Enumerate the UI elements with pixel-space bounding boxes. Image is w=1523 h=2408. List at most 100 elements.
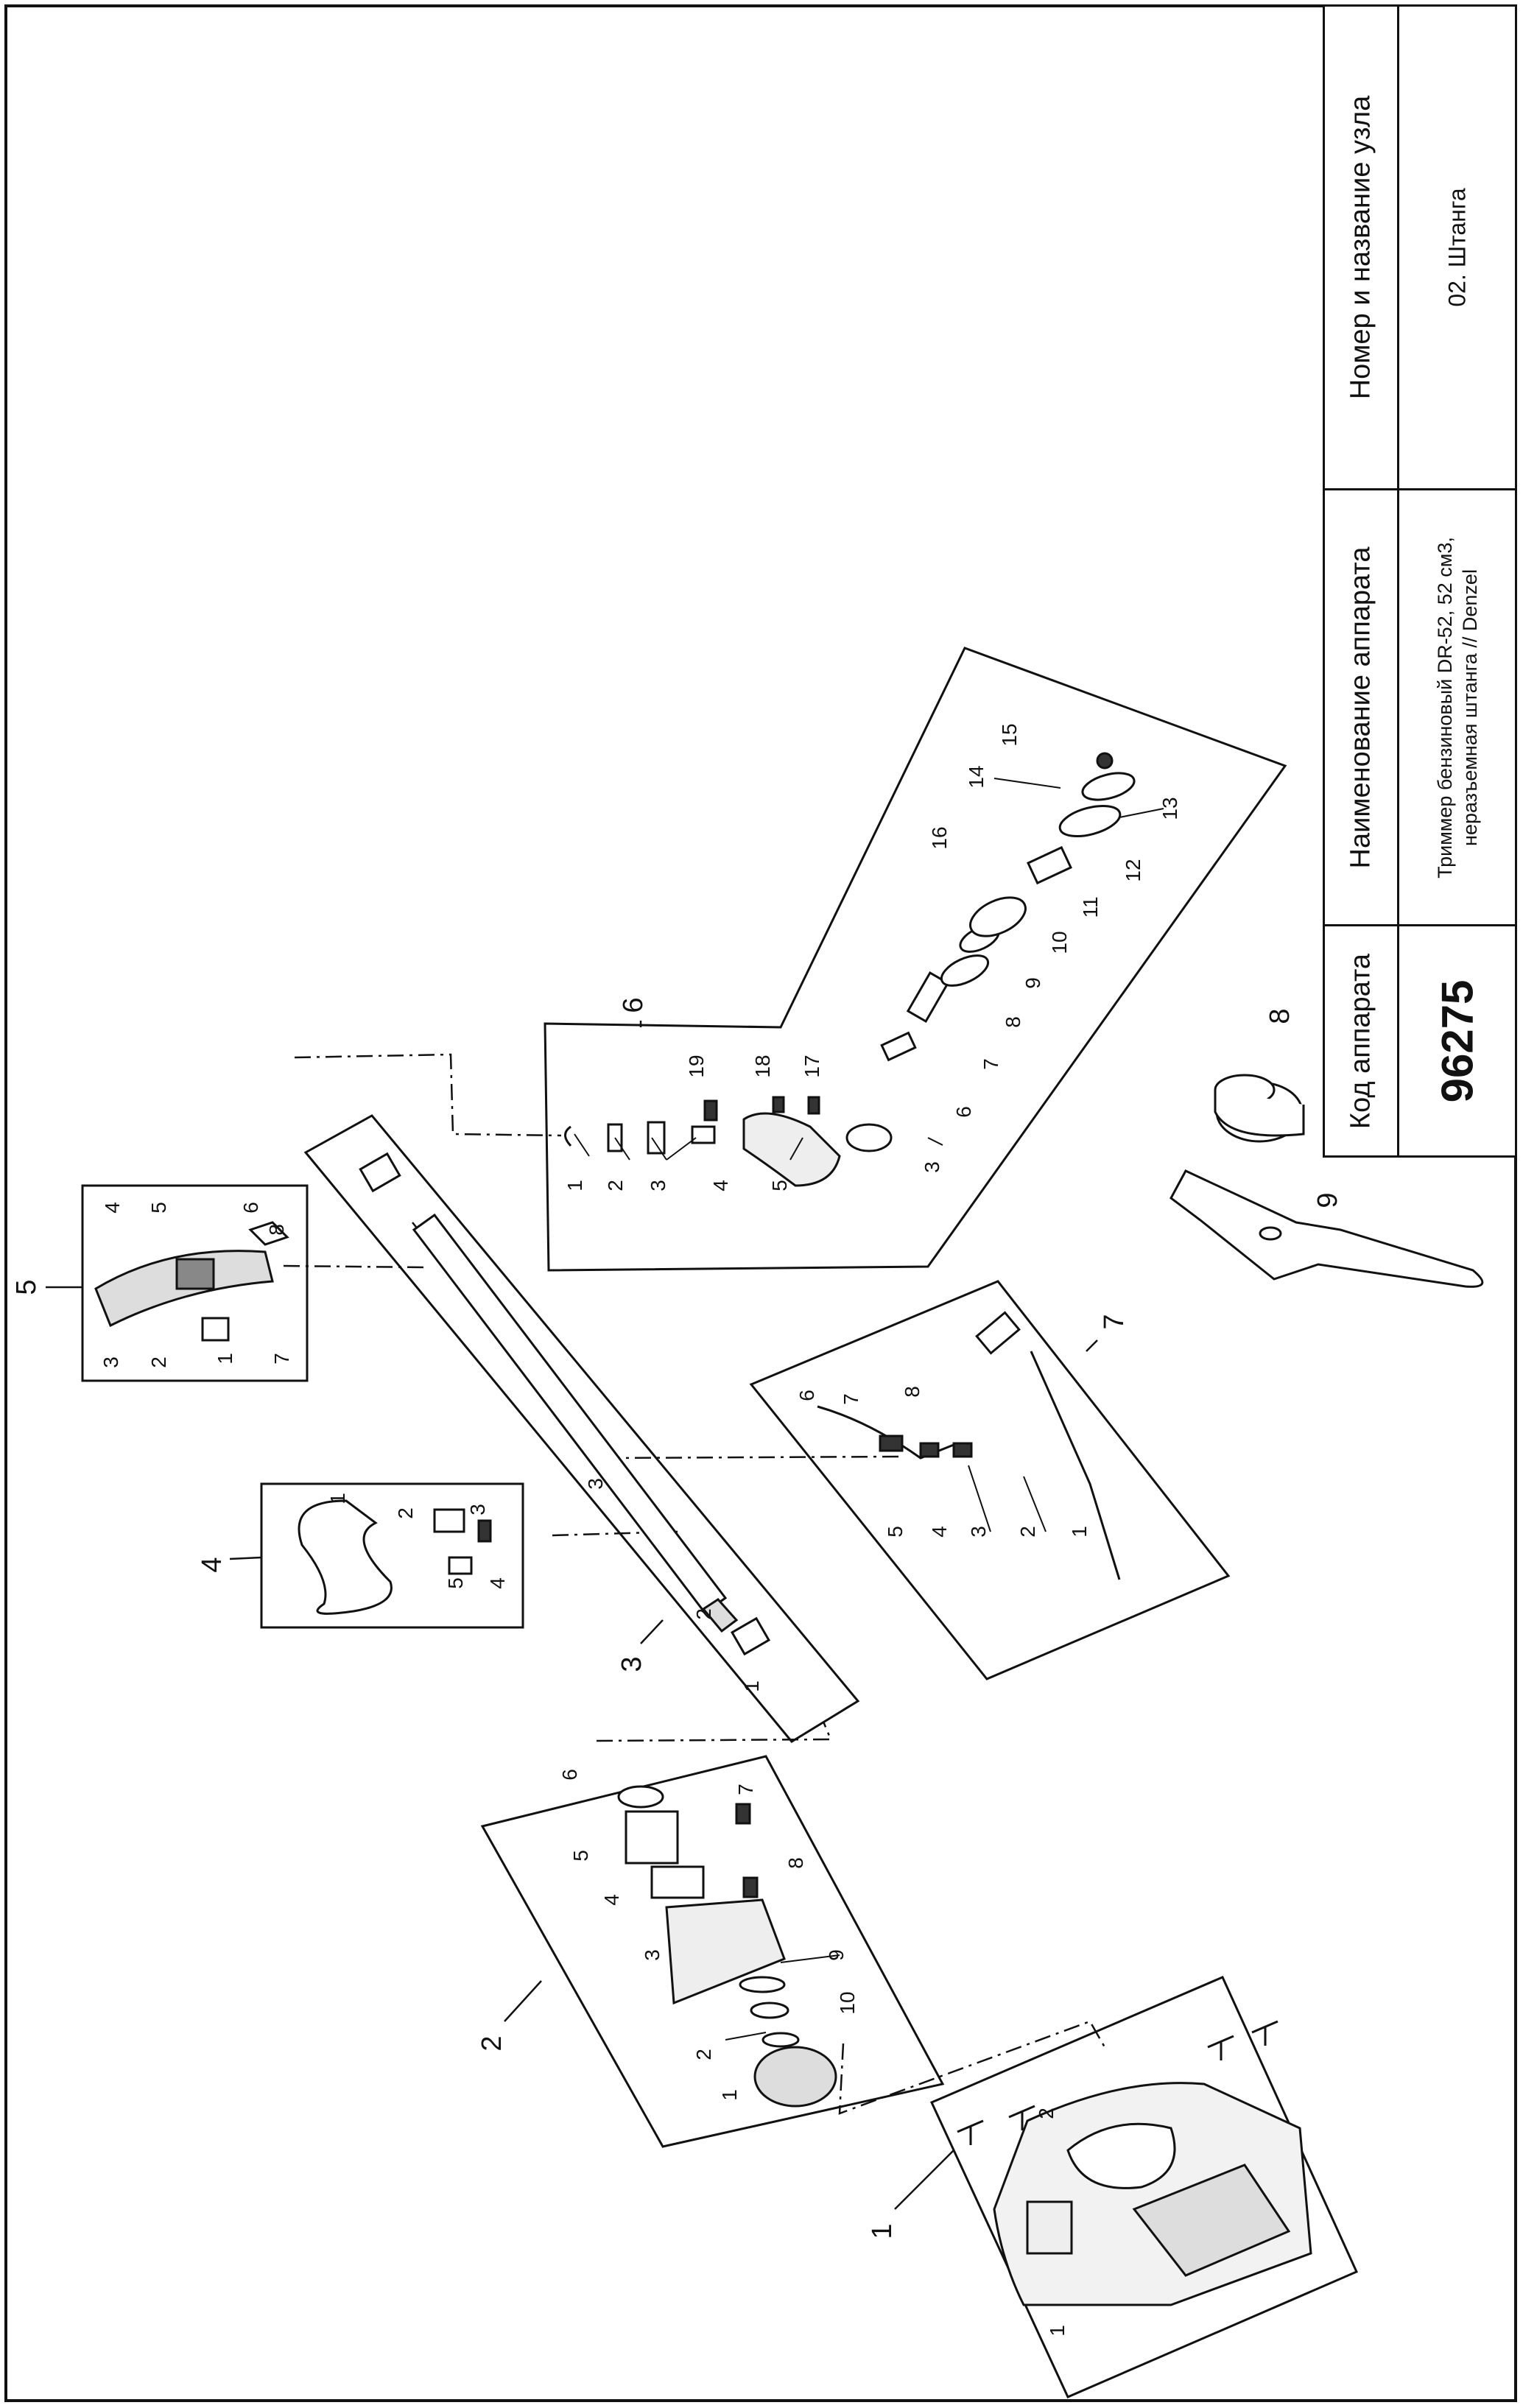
callout-2-4: 4 — [600, 1894, 623, 1906]
group-label-6: 6 — [618, 997, 649, 1013]
callout-5-8: 8 — [265, 1224, 288, 1236]
callout-6-9: 9 — [1021, 977, 1044, 989]
callout-4-2: 2 — [394, 1507, 417, 1519]
callout-4-4: 4 — [486, 1577, 509, 1589]
group-3-parts — [359, 1152, 771, 1656]
callout-7-3: 3 — [967, 1526, 990, 1538]
callout-7-1: 1 — [1068, 1526, 1091, 1538]
group-label-5: 5 — [11, 1279, 42, 1295]
title-block: Номер и название узла 02. Штанга Наимено… — [1323, 4, 1517, 1158]
group-5-parts — [94, 1221, 289, 1342]
group-label-9: 9 — [1312, 1192, 1343, 1208]
callout-7-5: 5 — [884, 1526, 907, 1538]
callout-7-7: 7 — [840, 1393, 862, 1405]
callout-5-5: 5 — [147, 1202, 170, 1214]
part-8-trimmer-head — [1214, 1074, 1305, 1143]
callout-2-6: 6 — [558, 1769, 581, 1781]
callout-3-1: 1 — [740, 1680, 763, 1692]
callout-6-14: 14 — [965, 765, 988, 788]
callout-6-12: 12 — [1122, 859, 1144, 881]
group-label-7: 7 — [1099, 1314, 1130, 1329]
node-value: 02. Штанга — [1443, 188, 1470, 307]
header-node-cell: Номер и название узла — [1323, 4, 1399, 490]
callout-6-5: 5 — [768, 1180, 791, 1191]
callout-1-2: 2 — [1035, 2108, 1058, 2119]
callout-5-3: 3 — [99, 1356, 122, 1368]
callout-6-19: 19 — [685, 1055, 708, 1077]
header-name-cell: Наименование аппарата — [1323, 488, 1399, 926]
group-labels: 5 4 3 6 7 2 1 8 9 — [11, 997, 1343, 2239]
header-node: Номер и название узла — [1345, 95, 1376, 400]
name-cell: Триммер бензиновый DR-52, 52 см3, неразъ… — [1397, 488, 1517, 926]
header-code-cell: Код аппарата — [1323, 924, 1399, 1158]
callout-5-2: 2 — [147, 1356, 170, 1368]
callout-5-7: 7 — [270, 1353, 293, 1365]
group-label-2: 2 — [476, 2035, 507, 2051]
callout-4-1: 1 — [326, 1493, 349, 1504]
callout-7-6: 6 — [795, 1390, 818, 1401]
callout-6-16: 16 — [928, 826, 951, 849]
group-label-8: 8 — [1265, 1008, 1295, 1024]
part-callouts: 1 2 3 4 5 3 6 7 8 9 10 11 12 13 14 15 16… — [99, 723, 1181, 2336]
group-4-box — [260, 1482, 524, 1629]
connector-shaft-to-head — [294, 1053, 562, 1137]
group-7-parts — [817, 1311, 1121, 1580]
node-cell: 02. Штанга — [1397, 4, 1517, 490]
callout-4-3: 3 — [466, 1504, 489, 1515]
group-label-1: 1 — [867, 2223, 898, 2239]
callout-6-17: 17 — [801, 1055, 823, 1077]
callout-2-3: 3 — [641, 1949, 664, 1961]
group-5-box — [81, 1184, 309, 1382]
callout-6-3b: 3 — [921, 1161, 943, 1173]
group-4-parts — [298, 1499, 492, 1615]
group-1-parts — [957, 2020, 1312, 2306]
callout-6-11: 11 — [1079, 896, 1102, 918]
name-line-2: неразъемная штанга // Denzel — [1458, 568, 1481, 846]
callout-4-5: 5 — [444, 1577, 467, 1589]
callout-7-2: 2 — [1016, 1526, 1039, 1538]
callout-6-2: 2 — [604, 1180, 627, 1191]
group-label-3: 3 — [616, 1656, 647, 1672]
callout-6-10: 10 — [1048, 931, 1071, 954]
callout-5-6: 6 — [239, 1202, 262, 1214]
callout-6-3a: 3 — [647, 1180, 669, 1191]
group-2-box — [480, 1755, 945, 2148]
code-value: 96275 — [1432, 979, 1482, 1102]
part-9-blade — [1169, 1169, 1484, 1288]
group-7-box — [749, 1280, 1231, 1680]
callout-2-1: 1 — [718, 2089, 741, 2101]
callout-5-4: 4 — [101, 1202, 124, 1214]
drawing-frame — [4, 4, 1517, 2402]
callout-2-5: 5 — [569, 1850, 592, 1862]
callout-2-2: 2 — [692, 2049, 715, 2060]
callout-6-18: 18 — [751, 1055, 774, 1077]
callout-6-7: 7 — [979, 1058, 1002, 1070]
callout-1-1: 1 — [1046, 2325, 1069, 2337]
callout-2-8: 8 — [784, 1857, 807, 1869]
callout-3-2: 2 — [692, 1608, 715, 1620]
callout-7-8: 8 — [901, 1386, 924, 1398]
group-label-4: 4 — [197, 1557, 228, 1572]
name-line-1: Триммер бензиновый DR-52, 52 см3, — [1433, 536, 1456, 879]
group-6-parts — [564, 752, 1136, 1187]
callout-5-1: 1 — [214, 1353, 236, 1365]
callout-3-3: 3 — [584, 1478, 607, 1490]
callout-6-6: 6 — [952, 1106, 975, 1118]
connector-guard-to-shaft — [283, 1264, 424, 1269]
callout-6-1: 1 — [563, 1180, 586, 1191]
callout-6-8: 8 — [1002, 1016, 1024, 1028]
callout-6-4: 4 — [709, 1180, 732, 1191]
callout-6-15: 15 — [998, 723, 1021, 746]
callout-2-7: 7 — [734, 1784, 757, 1795]
connector-throttle-to-shaft — [603, 1455, 899, 1460]
callout-2-10: 10 — [836, 1991, 859, 2014]
header-name: Наименование аппарата — [1345, 546, 1376, 868]
code-cell: 96275 — [1397, 924, 1517, 1158]
group-6-box — [544, 647, 1287, 1272]
callout-7-4: 4 — [928, 1526, 951, 1538]
group-2-parts — [617, 1785, 837, 2108]
connector-clutch-to-engine — [838, 2020, 1106, 2115]
header-code: Код аппарата — [1345, 953, 1376, 1129]
group-3-box — [303, 1114, 860, 1743]
